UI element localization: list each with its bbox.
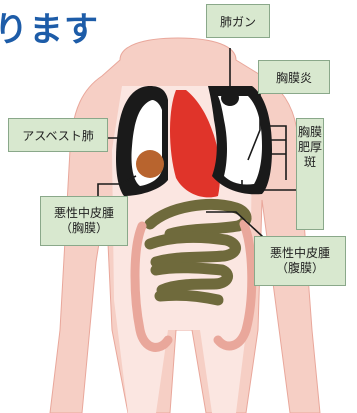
small-intestine-loop bbox=[144, 231, 241, 268]
label-pleural-plaque: 胸膜肥厚斑 bbox=[296, 118, 324, 230]
page-heading: ります bbox=[0, 10, 99, 50]
label-mesothelioma-peritoneum: 悪性中皮腫 （腹膜） bbox=[254, 236, 346, 286]
heart bbox=[170, 90, 220, 198]
label-lung-cancer: 肺ガン bbox=[206, 4, 270, 38]
asbestosis-lesion bbox=[136, 150, 164, 178]
right-lung-white-area bbox=[218, 96, 262, 185]
lung-cancer-spot bbox=[221, 90, 239, 106]
label-mesothelioma-pleura-line1: 悪性中皮腫 bbox=[53, 206, 114, 220]
large-intestine bbox=[213, 219, 257, 351]
large-intestine bbox=[130, 221, 173, 352]
label-mesothelioma-peritoneum-line1: 悪性中皮腫 bbox=[269, 246, 330, 260]
label-pleuritis: 胸膜炎 bbox=[258, 60, 330, 94]
small-intestine-loop bbox=[154, 289, 224, 306]
label-mesothelioma-pleura: 悪性中皮腫 （胸膜） bbox=[40, 196, 128, 246]
small-intestine-loop bbox=[150, 262, 233, 296]
label-mesothelioma-peritoneum-line2: （腹膜） bbox=[275, 261, 324, 275]
label-mesothelioma-pleura-line2: （胸膜） bbox=[59, 221, 108, 235]
intestines bbox=[130, 199, 257, 352]
small-intestine-loop bbox=[144, 199, 252, 240]
label-asbestosis: アスベスト肺 bbox=[8, 118, 108, 152]
